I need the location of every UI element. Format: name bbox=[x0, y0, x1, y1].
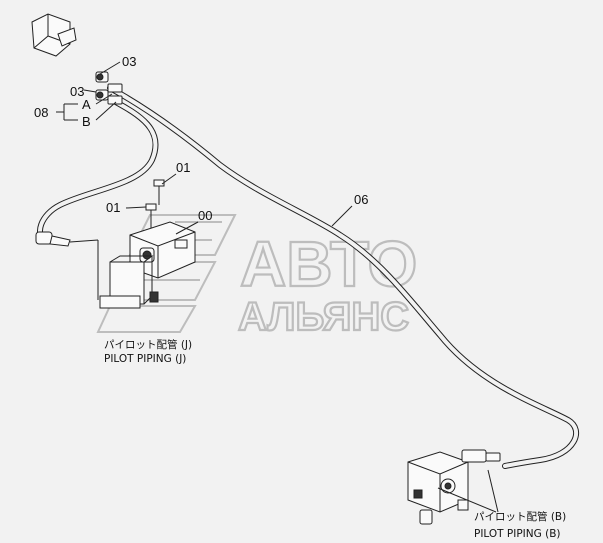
watermark-line1: АВТО bbox=[240, 228, 417, 300]
label-01-left: 01 bbox=[106, 200, 120, 215]
fitting-03-upper bbox=[95, 71, 109, 83]
valve-block-b bbox=[407, 449, 501, 525]
caption-b-jp: パイロット配管 (B) bbox=[474, 510, 566, 523]
label-a: A bbox=[82, 97, 91, 112]
caption-j-jp: パイロット配管 (J) bbox=[104, 338, 192, 351]
label-06: 06 bbox=[354, 192, 368, 207]
label-01-top: 01 bbox=[176, 160, 190, 175]
label-08: 08 bbox=[34, 105, 48, 120]
bracket-block bbox=[31, 13, 77, 57]
hose-end-b bbox=[107, 95, 123, 105]
caption-j-en: PILOT PIPING (J) bbox=[104, 353, 186, 365]
watermark: АВТО АЛЬЯНС bbox=[96, 214, 418, 340]
fitting-03-lower bbox=[95, 89, 109, 101]
hose-end-a bbox=[107, 83, 123, 93]
label-b: B bbox=[82, 114, 91, 129]
hose-06 bbox=[107, 85, 580, 469]
bolt-01-lower bbox=[145, 203, 157, 230]
solenoid-valve-00 bbox=[99, 221, 196, 309]
watermark-line2: АЛЬЯНС bbox=[238, 295, 409, 339]
label-00: 00 bbox=[198, 208, 212, 223]
hose-b bbox=[37, 97, 159, 243]
label-03-top: 03 bbox=[122, 54, 136, 69]
elbow-fitting-left bbox=[35, 231, 99, 300]
label-03-left: 03 bbox=[70, 84, 84, 99]
leader-lines bbox=[56, 61, 499, 513]
caption-b-en: PILOT PIPING (B) bbox=[474, 528, 561, 540]
